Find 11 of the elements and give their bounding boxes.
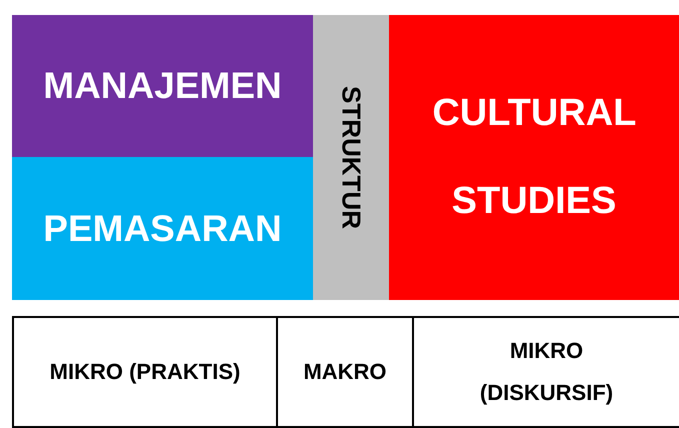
- block-title: STRUKTUR: [336, 86, 366, 229]
- block-title: MANAJEMEN: [43, 65, 282, 107]
- block-title: PEMASARAN: [43, 208, 282, 250]
- table-cell: MAKRO: [276, 316, 414, 428]
- category-block: [12, 157, 313, 300]
- block-title: CULTURAL STUDIES: [432, 91, 636, 224]
- table-cell: MIKRO (PRAKTIS): [12, 316, 278, 428]
- table-cell: MIKRO (DISKURSIF): [412, 316, 679, 428]
- category-block: [12, 15, 313, 157]
- category-block: [389, 15, 679, 300]
- category-block: [313, 15, 389, 300]
